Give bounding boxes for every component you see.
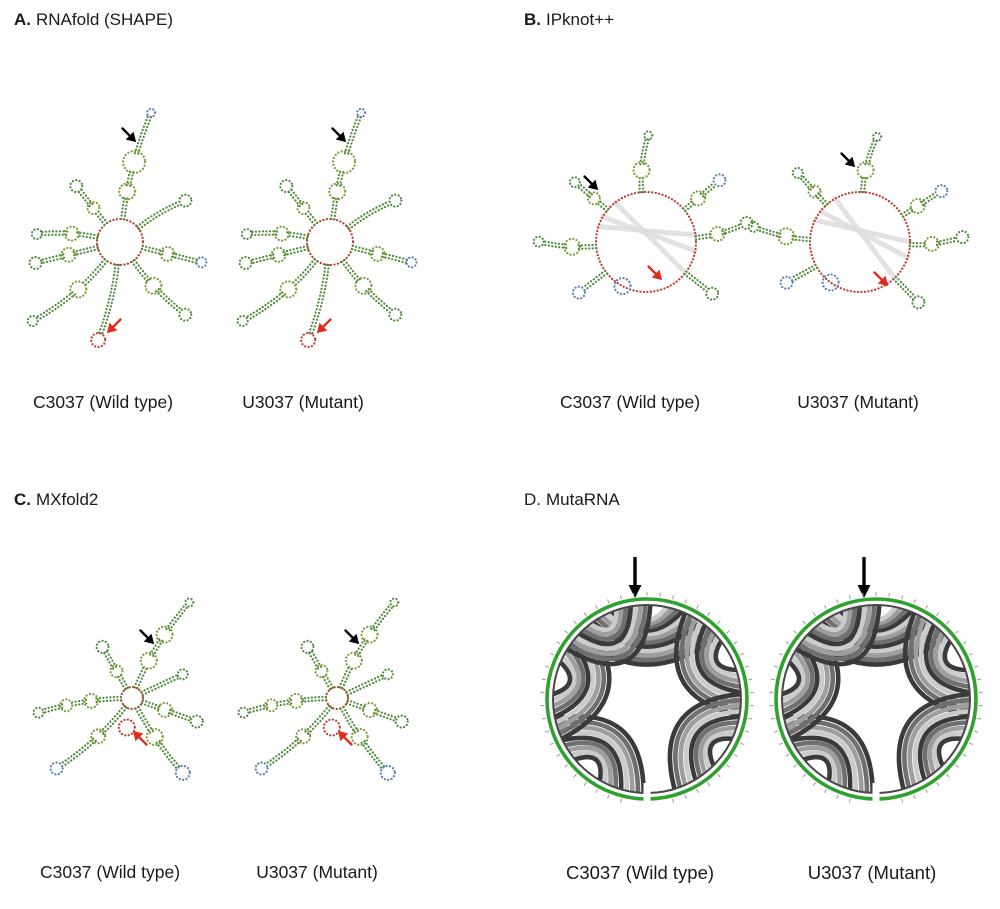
panel-d-method-name: MutaRNA [546,490,620,509]
rna-structure-c-mutant [225,540,435,840]
black-arrow-icon [336,621,367,652]
circular-interaction-plot-svg [540,592,754,809]
wildtype-label: C3037 (Wild type) [559,392,701,412]
panel-b-letter: B. [524,10,541,29]
panel-c-title: C. MXfold2 [14,490,98,510]
panel-ipknot: B. IPknot++ C3037 (Wild type) U3037 (Muta… [510,0,1000,440]
black-arrow-icon [113,119,144,150]
panel-a-method-name: RNAfold (SHAPE) [36,10,173,29]
mutant-label: U3037 (Mutant) [797,392,919,412]
rna-secondary-structure-svg [26,107,208,349]
rna-secondary-structure-svg [237,597,409,781]
rna-structure-a-wildtype [20,50,220,390]
circular-interaction-plot-svg [769,592,983,809]
red-arrow-icon [124,722,155,753]
mutant-label: U3037 (Mutant) [807,862,937,883]
black-arrow-icon [627,555,643,599]
red-arrow-icon [308,310,339,341]
panel-b-method-name: IPknot++ [546,10,615,29]
rna-structure-b-mutant [742,130,982,360]
mutant-label: U3037 (Mutant) [242,392,364,412]
panel-rnafold-shape: A. RNAfold (SHAPE) C3037 (Wild type) U303… [0,0,470,440]
wildtype-label: C3037 (Wild type) [39,862,181,882]
panel-mxfold2: C. MXfold2 C3037 (Wild type) U3037 (Mutan… [0,480,470,909]
red-arrow-icon [865,263,896,294]
black-arrow-icon [131,621,162,652]
panel-b-title: B. IPknot++ [524,10,614,30]
red-arrow-icon [98,310,129,341]
rna-structure-b-wildtype [528,130,768,360]
panel-d-letter: D. [524,490,541,509]
rna-structure-a-mutant [230,50,430,390]
panel-c-method-name: MXfold2 [36,490,99,509]
circular-plot-d-mutant [766,555,986,815]
red-arrow-icon [329,722,360,753]
black-arrow-icon [832,144,863,175]
rna-secondary-structure-svg [236,107,418,349]
panel-a-title: A. RNAfold (SHAPE) [14,10,173,30]
panel-d-title: D. MutaRNA [524,490,620,510]
red-arrow-icon [639,257,670,288]
rna-secondary-structure-svg [32,597,204,781]
panel-c-letter: C. [14,490,31,509]
panel-a-letter: A. [14,10,31,29]
black-arrow-icon [575,167,606,198]
panel-mutarna: D. MutaRNA C3037 (Wild type) U3037 (Mutan… [510,480,1000,909]
rna-circular-structure-svg [532,130,754,301]
rna-structure-c-wildtype [20,540,230,840]
wildtype-label: C3037 (Wild type) [32,392,174,412]
black-arrow-icon [856,555,872,599]
black-arrow-icon [323,119,354,150]
wildtype-label: C3037 (Wild type) [565,862,715,883]
circular-plot-d-wildtype [537,555,757,815]
mutant-label: U3037 (Mutant) [256,862,378,882]
rna-circular-structure-svg [747,131,970,310]
